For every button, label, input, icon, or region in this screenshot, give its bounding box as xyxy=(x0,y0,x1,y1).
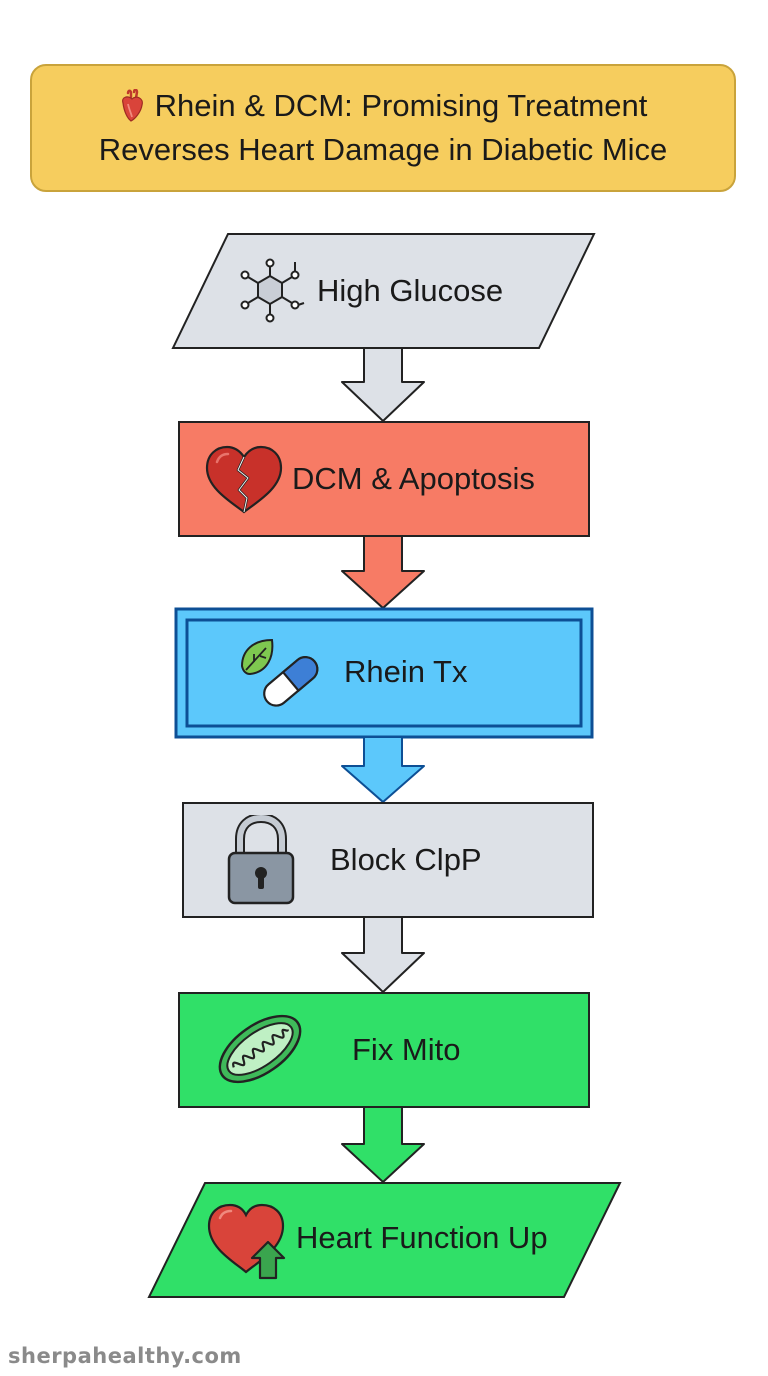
broken-heart-icon xyxy=(205,445,283,514)
node-label-high-glucose: High Glucose xyxy=(317,273,504,308)
title-box: Rhein & DCM: Promising Treatment Reverse… xyxy=(30,64,736,192)
node-label-block-clpp: Block ClpP xyxy=(330,842,482,877)
arrow-1 xyxy=(341,347,425,422)
mitochondria-icon xyxy=(218,1014,302,1084)
arrow-2 xyxy=(341,535,425,609)
heart-up-arrow-icon xyxy=(207,1203,286,1280)
anatomical-heart-icon xyxy=(121,89,143,122)
node-label-dcm-apoptosis: DCM & Apoptosis xyxy=(292,461,535,496)
arrow-3 xyxy=(341,736,425,803)
node-label-rhein-tx: Rhein Tx xyxy=(344,654,468,689)
title-line-1: Rhein & DCM: Promising Treatment xyxy=(119,84,648,128)
title-line-2: Reverses Heart Damage in Diabetic Mice xyxy=(99,128,668,172)
node-label-heart-function-up: Heart Function Up xyxy=(296,1220,548,1255)
arrow-4 xyxy=(341,916,425,993)
node-label-fix-mito: Fix Mito xyxy=(352,1032,461,1067)
title-text-line-1: Rhein & DCM: Promising Treatment xyxy=(154,88,648,123)
footer-watermark: sherpahealthy.com xyxy=(8,1344,242,1368)
padlock-icon xyxy=(227,815,295,905)
leaf-pill-icon xyxy=(240,638,319,707)
arrow-5 xyxy=(341,1106,425,1183)
node-rhein-tx-inner-border xyxy=(185,618,583,728)
node-high-glucose-shape xyxy=(171,233,596,349)
molecule-icon xyxy=(240,258,305,323)
title-text-line-2: Reverses Heart Damage in Diabetic Mice xyxy=(98,132,668,167)
